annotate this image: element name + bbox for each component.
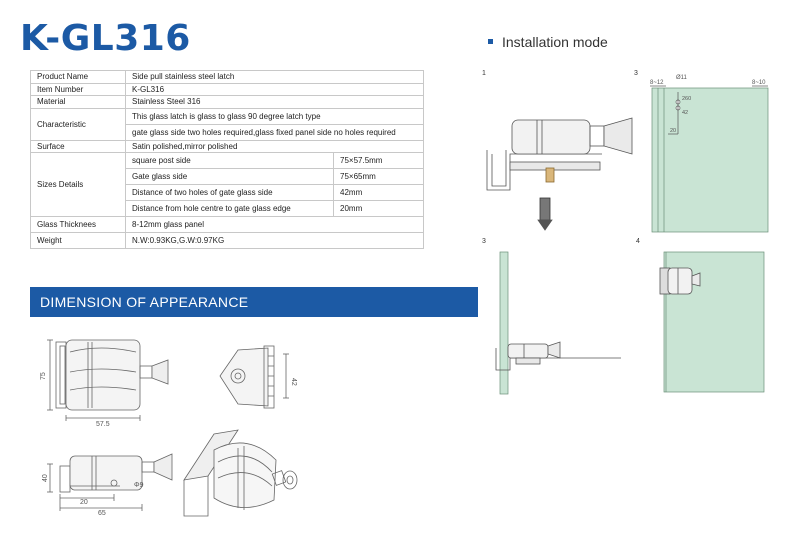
- size-value: 20mm: [333, 200, 424, 218]
- table-row: Material Stainless Steel 316: [30, 95, 424, 109]
- table-row: Weight N.W:0.93KG,G.W:0.97KG: [30, 232, 424, 250]
- table-row: Glass Thicknees 8-12mm glass panel: [30, 216, 424, 234]
- hole-size-label: Ø11: [676, 75, 688, 81]
- spec-label: Glass Thicknees: [30, 216, 126, 234]
- spec-value: 8-12mm glass panel: [125, 216, 424, 234]
- size-name: Distance from hole centre to gate glass …: [125, 200, 334, 218]
- table-row: gate glass side two holes required,glass…: [31, 123, 424, 141]
- size-name: Distance of two holes of gate glass side: [125, 184, 334, 202]
- spec-label: Weight: [30, 232, 126, 250]
- spec-table: Product Name Side pull stainless steel l…: [30, 70, 424, 250]
- table-row: Surface Satin polished,mirror polished: [30, 139, 424, 154]
- spec-label: Surface: [30, 139, 126, 154]
- spec-value: Side pull stainless steel latch: [125, 70, 424, 84]
- square-bullet-icon: [488, 38, 493, 44]
- size-name: square post side: [125, 152, 334, 170]
- spec-label: Sizes Details: [30, 152, 126, 218]
- dimension-section-heading: DIMENSION OF APPEARANCE: [30, 287, 478, 317]
- installation-mode-heading: Installation mode: [488, 34, 608, 50]
- table-row: Gate glass side 75×65mm: [31, 168, 424, 186]
- step-4-number: 4: [636, 238, 640, 245]
- size-name: Gate glass side: [125, 168, 334, 186]
- dimension-b-label: 42: [682, 110, 688, 116]
- side-height-label: 42: [290, 378, 297, 386]
- spec-label: Product Name: [30, 70, 126, 84]
- table-row: Item Number K-GL316: [30, 82, 424, 97]
- table-row: Distance of two holes of gate glass side…: [31, 184, 424, 202]
- table-row: Sizes Details square post side 75×57.5mm: [30, 152, 424, 218]
- step-2-number: 3: [634, 70, 638, 77]
- installation-step-2-drawing: 8~12 8~10 Ø11 260 42 20: [650, 75, 769, 233]
- size-value: 75×57.5mm: [333, 152, 424, 170]
- spec-value: Stainless Steel 316: [125, 95, 424, 109]
- spec-label: Item Number: [30, 82, 126, 97]
- front-width-label: 57.5: [96, 421, 110, 428]
- size-value: 42mm: [333, 184, 424, 202]
- step-3-number: 3: [482, 238, 486, 245]
- dimension-a-label: 260: [682, 96, 691, 102]
- glass-right-thickness-label: 8~10: [752, 80, 766, 86]
- spec-value: Satin polished,mirror polished: [125, 139, 424, 154]
- spec-value: This glass latch is glass to glass 90 de…: [125, 107, 424, 125]
- isometric-view-drawing: [183, 429, 298, 517]
- installation-step-1-drawing: [486, 117, 633, 231]
- front-view-drawing: 75 57.5: [40, 339, 169, 428]
- dimension-c-label: 20: [670, 128, 676, 134]
- installation-mode-label: Installation mode: [502, 34, 608, 50]
- top-width-label: 65: [98, 510, 106, 517]
- installation-step-4-drawing: [659, 251, 765, 393]
- installation-step-3-drawing: [495, 251, 621, 395]
- top-view-drawing: 40 Φ9 20 65: [42, 453, 173, 517]
- hole-offset-label: 20: [80, 499, 88, 506]
- spec-value: K-GL316: [125, 82, 424, 97]
- front-height-label: 75: [40, 372, 47, 380]
- table-row: Product Name Side pull stainless steel l…: [30, 70, 424, 84]
- side-view-drawing: 42: [219, 345, 297, 409]
- hole-diameter-label: Φ9: [134, 482, 144, 489]
- spec-label: Characteristic: [30, 107, 126, 141]
- glass-left-thickness-label: 8~12: [650, 80, 664, 86]
- spec-label: Material: [30, 95, 126, 109]
- spec-value: N.W:0.93KG,G.W:0.97KG: [125, 232, 424, 250]
- size-value: 75×65mm: [333, 168, 424, 186]
- table-row: Characteristic This glass latch is glass…: [30, 107, 424, 141]
- product-model-title: K-GL316: [20, 18, 191, 59]
- top-height-label: 40: [42, 474, 49, 482]
- spec-value: gate glass side two holes required,glass…: [125, 123, 424, 141]
- step-1-number: 1: [482, 70, 486, 77]
